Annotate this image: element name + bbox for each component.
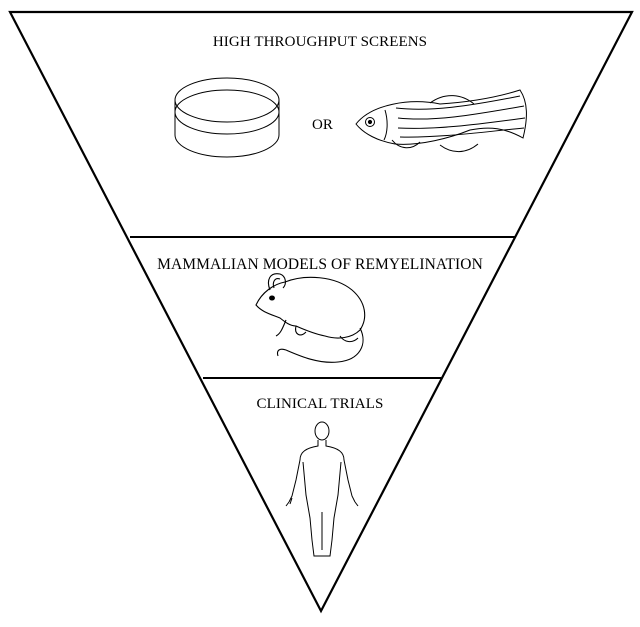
funnel-triangle xyxy=(8,10,634,614)
petri-dish-icon xyxy=(174,77,280,158)
or-connector: OR xyxy=(312,117,334,133)
zebrafish-icon xyxy=(355,89,527,153)
human-figure-icon xyxy=(285,421,359,557)
tier-1-label: HIGH THROUGHPUT SCREENS xyxy=(212,34,428,50)
mouse-icon xyxy=(255,273,366,363)
tier-3-label: CLINICAL TRIALS xyxy=(256,396,384,412)
tier-2-label: MAMMALIAN MODELS OF REMYELINATION xyxy=(157,256,483,273)
